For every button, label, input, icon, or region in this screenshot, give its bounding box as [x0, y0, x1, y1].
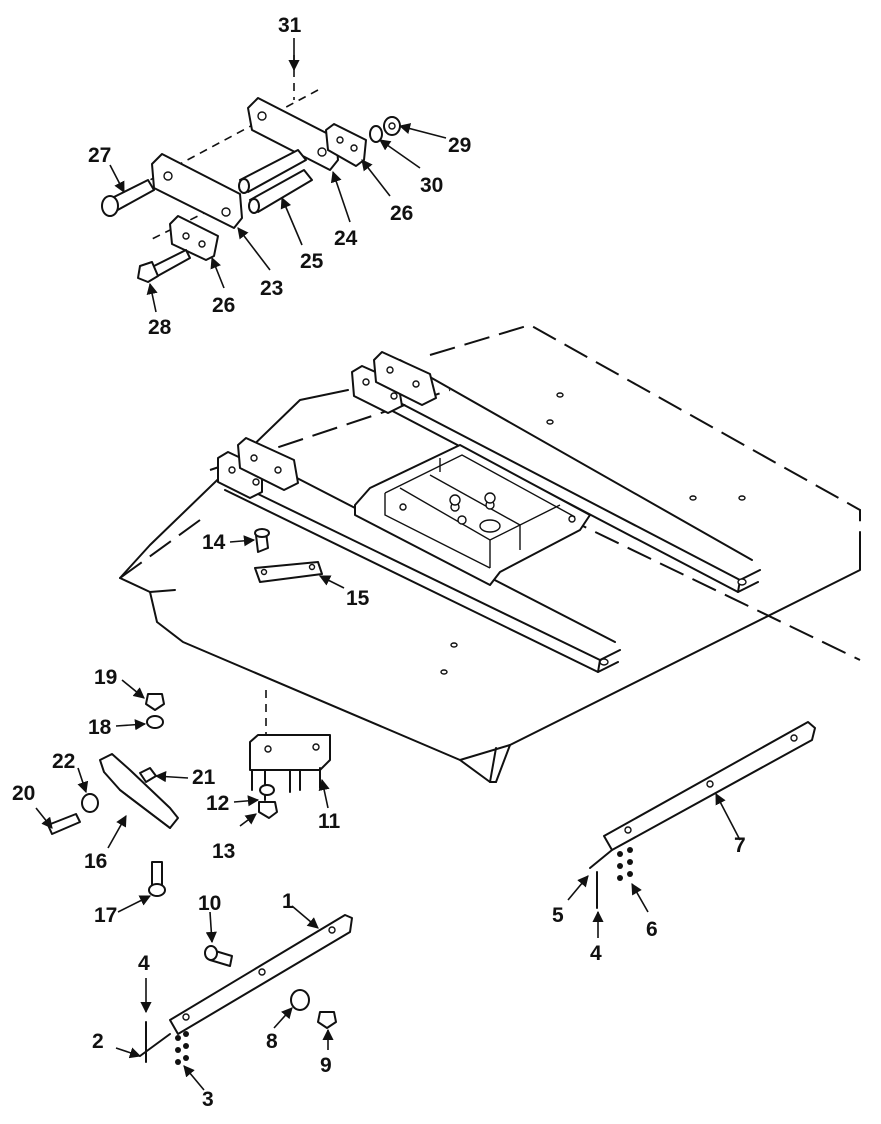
callout-14: 14 — [202, 531, 226, 554]
callout-labels: 31 29 30 26 24 25 23 27 26 28 14 15 19 1… — [12, 14, 746, 1111]
skid-bracket-parts — [249, 690, 331, 819]
callout-4-left: 4 — [138, 952, 150, 975]
callout-13: 13 — [212, 840, 235, 863]
callout-25: 25 — [300, 250, 324, 273]
callout-10: 10 — [198, 892, 221, 915]
skid-shoe-parts — [47, 693, 179, 897]
callout-15: 15 — [346, 587, 370, 610]
callout-8: 8 — [266, 1030, 278, 1053]
callout-18: 18 — [88, 716, 112, 739]
callout-5: 5 — [552, 904, 564, 927]
callout-6: 6 — [646, 918, 658, 941]
callout-26-front: 26 — [212, 294, 235, 317]
callout-4-right: 4 — [590, 942, 602, 965]
callout-28: 28 — [148, 316, 172, 339]
callout-22: 22 — [52, 750, 75, 773]
callout-21: 21 — [192, 766, 216, 789]
callout-12: 12 — [206, 792, 229, 815]
callout-26-rear: 26 — [390, 202, 413, 225]
callout-17: 17 — [94, 904, 117, 927]
callout-31: 31 — [278, 14, 302, 37]
rail-clip-parts — [254, 528, 323, 583]
callout-23: 23 — [260, 277, 283, 300]
right-skid-parts — [589, 721, 816, 909]
callout-7: 7 — [734, 834, 746, 857]
callout-11: 11 — [318, 810, 341, 833]
leader-arrows — [35, 38, 741, 1091]
callout-2: 2 — [92, 1030, 104, 1053]
callout-3: 3 — [202, 1088, 214, 1111]
callout-9: 9 — [320, 1054, 332, 1077]
callout-1: 1 — [282, 890, 294, 913]
hitch-assembly — [101, 55, 401, 283]
callout-29: 29 — [448, 134, 471, 157]
callout-16: 16 — [84, 850, 107, 873]
callout-19: 19 — [94, 666, 117, 689]
mower-deck — [119, 323, 861, 783]
callout-24: 24 — [334, 227, 358, 250]
callout-27: 27 — [88, 144, 111, 167]
callout-30: 30 — [420, 174, 443, 197]
left-skid-parts — [139, 914, 353, 1065]
callout-20: 20 — [12, 782, 35, 805]
